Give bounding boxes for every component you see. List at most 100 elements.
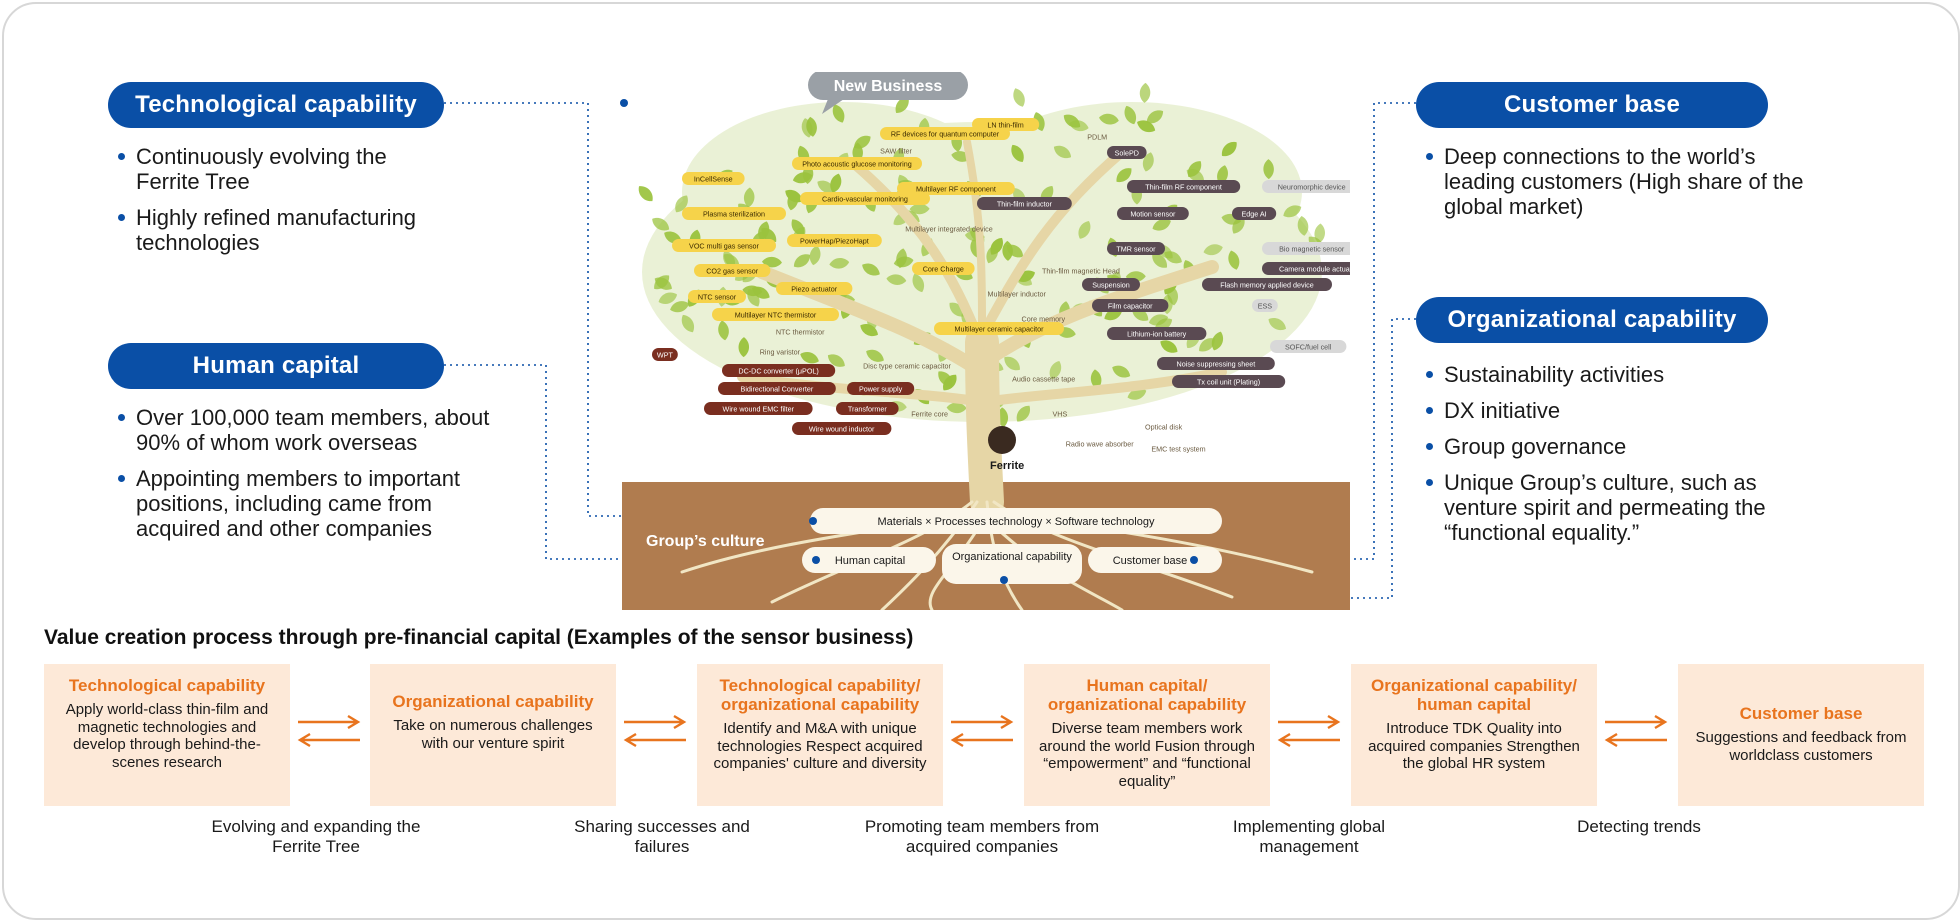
process-edge-label: Evolving and expanding the Ferrite Tree [211, 817, 421, 856]
tree-tag-label: Optical disk [1145, 423, 1183, 432]
bidirectional-arrow-icon [1604, 714, 1668, 748]
tree-tag: Multilayer integrated device [905, 225, 993, 234]
process-step-heading: Organizational capability [392, 692, 594, 711]
tree-tag: LN thin-film [972, 118, 1040, 131]
process-title: Value creation process through pre-finan… [44, 626, 914, 649]
process-step-body: Identify and M&A with unique technologie… [713, 720, 927, 772]
tree-tag-label: Multilayer RF component [916, 185, 996, 194]
leaf-icon [1139, 82, 1151, 104]
process-step-body: Introduce TDK Quality into acquired comp… [1368, 720, 1580, 772]
tree-tag-label: Plasma sterilization [703, 210, 765, 219]
tree-tag-label: Motion sensor [1130, 210, 1176, 219]
tree-tag: Plasma sterilization [682, 207, 786, 220]
process-step-1: Technological capability Apply world-cla… [44, 664, 290, 806]
bidirectional-arrow-icon [623, 714, 687, 748]
tree-tag: SAW filter [880, 147, 912, 156]
tree-tag-label: Audio cassette tape [1012, 375, 1075, 384]
svg-text:Human capital: Human capital [835, 555, 905, 567]
process-step-body: Take on numerous challenges with our ven… [393, 717, 593, 752]
tree-tag: Ferrite core [911, 410, 948, 419]
tree-tag: Thin-film RF component [1127, 180, 1241, 193]
tree-tag-label: Thin-film inductor [997, 200, 1053, 209]
root-organizational: Organizational capability [942, 544, 1082, 584]
svg-text:Materials × Processes technolo: Materials × Processes technology × Softw… [878, 516, 1155, 528]
tree-tag: Photo acoustic glucose monitoring [792, 157, 922, 170]
tree-tag: CO2 gas sensor [694, 264, 771, 277]
process-edge-label: Detecting trends [1577, 817, 1701, 836]
tree-tag-label: Bio magnetic sensor [1279, 245, 1345, 254]
svg-text:Customer base: Customer base [1113, 555, 1188, 567]
process-step-heading: Technological capability/ organizational… [719, 676, 921, 714]
tree-tag: Lithium-ion battery [1107, 327, 1207, 340]
tree-tag: VOC multi gas sensor [672, 239, 776, 252]
tree-tag: EMC test system [1151, 445, 1205, 454]
tree-tag-label: Edge AI [1242, 210, 1267, 219]
bullet-item: Appointing members to important position… [114, 466, 504, 541]
tree-tag-label: Lithium-ion battery [1127, 330, 1187, 339]
tree-tag-label: Thin-film RF component [1145, 183, 1222, 192]
tree-tag-label: NTC sensor [698, 293, 737, 302]
customer-base-bullets: Deep connections to the world’s leading … [1422, 144, 1822, 230]
technological-capability-pill: Technological capability [108, 82, 444, 128]
tree-tag: Thin-film magnetic Head [1042, 267, 1120, 276]
tree-tag: DC-DC converter (μPOL) [722, 364, 836, 377]
tree-tag-label: InCellSense [694, 175, 733, 184]
tree-tag-label: VOC multi gas sensor [689, 242, 760, 251]
tree-tag-label: Multilayer integrated device [905, 225, 993, 234]
organizational-capability-bullets: Sustainability activities DX initiative … [1422, 362, 1822, 556]
ferrite-trunk-label: Ferrite [990, 460, 1024, 472]
process-step-4: Human capital/ organizational capability… [1024, 664, 1270, 806]
tree-tag-label: Core Charge [923, 265, 964, 274]
tree-tag: PowerHap/PiezoHapt [787, 234, 882, 247]
tree-tag: Audio cassette tape [1012, 375, 1075, 384]
tree-tag: Wire wound EMC filter [704, 402, 813, 415]
tree-tag-label: Photo acoustic glucose monitoring [802, 160, 911, 169]
tree-tag-label: Thin-film magnetic Head [1042, 267, 1120, 276]
bullet-item: Unique Group’s culture, such as venture … [1422, 470, 1822, 545]
tree-tag: Core memory [1022, 315, 1066, 324]
process-edge-label: Implementing global management [1232, 817, 1386, 856]
tree-tag-label: NTC thermistor [776, 328, 825, 337]
organizational-capability-pill: Organizational capability [1416, 297, 1768, 343]
tree-tag: Ring varistor [760, 348, 801, 357]
tree-tag-label: EMC test system [1151, 445, 1205, 454]
tree-tag-label: SOFC/fuel cell [1285, 343, 1332, 352]
tree-tag: Flash memory applied device [1202, 278, 1332, 291]
tree-tag-label: LN thin-film [987, 121, 1023, 130]
tree-tag: WPT [652, 348, 678, 361]
bidirectional-arrow-icon [950, 714, 1014, 748]
tree-tag: Bidirectional Converter [718, 382, 836, 395]
svg-text:Organizational capability: Organizational capability [952, 551, 1072, 563]
tree-tag-label: Power supply [859, 385, 903, 394]
bullet-item: Sustainability activities [1422, 362, 1822, 387]
tree-tag: Motion sensor [1117, 207, 1189, 220]
leaf-icon [635, 182, 657, 205]
tree-tag: SOFC/fuel cell [1270, 340, 1347, 353]
tree-tag: Tx coil unit (Plating) [1172, 375, 1286, 388]
tree-tag: Thin-film inductor [977, 197, 1072, 210]
tree-tag: Multilayer NTC thermistor [712, 308, 839, 321]
tree-tag-label: CO2 gas sensor [706, 267, 759, 276]
tree-tag-label: SAW filter [880, 147, 912, 156]
bullet-item: Highly refined manufacturing technologie… [114, 205, 444, 255]
tree-tag: Multilayer RF component [897, 182, 1015, 195]
tree-tag: Optical disk [1145, 423, 1183, 432]
bullet-item: DX initiative [1422, 398, 1822, 423]
tree-tag: Transformer [836, 402, 899, 415]
process-edge-label: Sharing successes and failures [574, 817, 750, 856]
process-step-3: Technological capability/ organizational… [697, 664, 943, 806]
tree-tag-label: Tx coil unit (Plating) [1197, 378, 1260, 387]
process-step-2: Organizational capability Take on numero… [370, 664, 616, 806]
tree-tag: Edge AI [1232, 207, 1277, 220]
tree-tag: Bio magnetic sensor [1262, 242, 1350, 255]
tree-tag: TMR sensor [1107, 242, 1165, 255]
tree-tag: Disc type ceramic capacitor [863, 362, 951, 371]
process-step-heading: Technological capability [68, 676, 266, 695]
tree-tag-label: Multilayer inductor [988, 290, 1047, 299]
tree-tag: Multilayer ceramic capacitor [934, 322, 1064, 335]
tree-tag: InCellSense [682, 172, 745, 185]
tree-tag-label: VHS [1053, 410, 1068, 419]
human-capital-pill: Human capital [108, 343, 444, 389]
ferrite-icon [988, 426, 1016, 454]
